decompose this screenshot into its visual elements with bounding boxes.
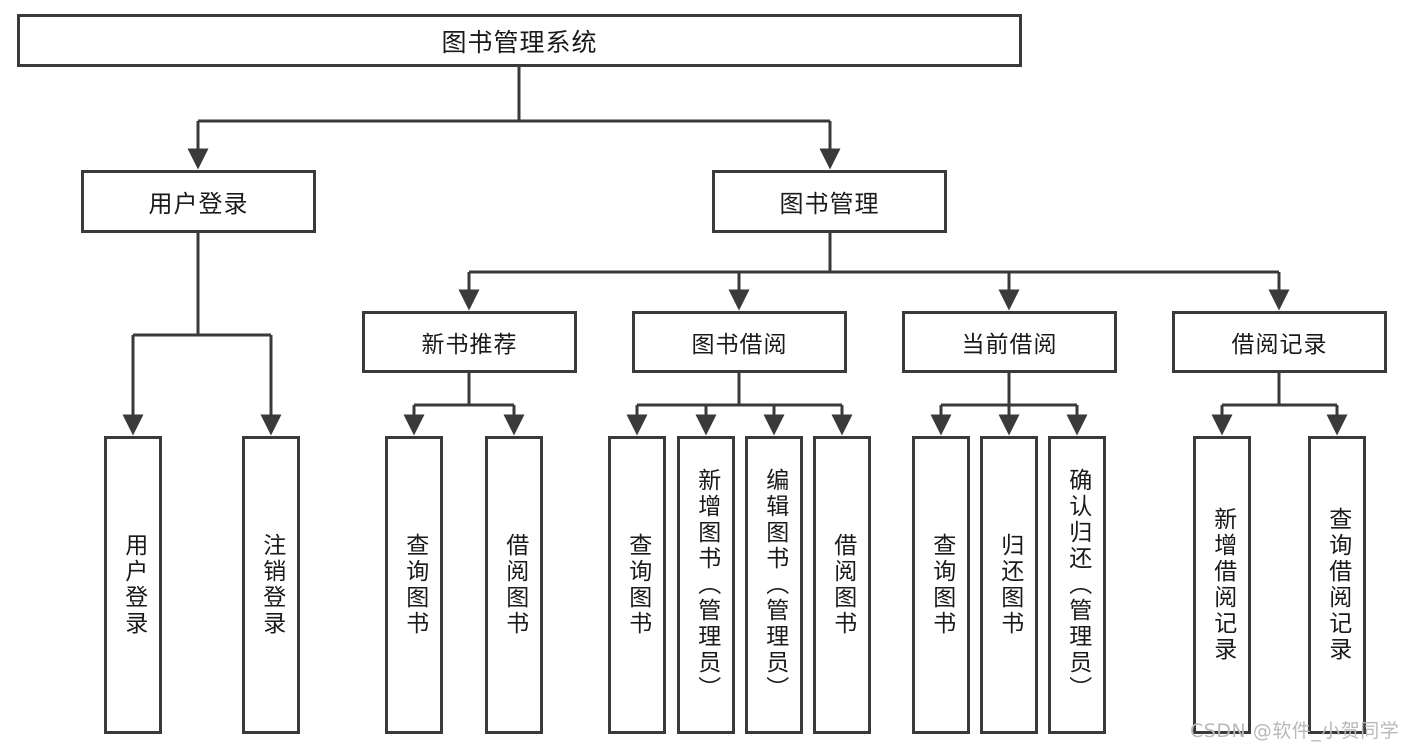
node-leaf-borrow-book-2[interactable]: 借阅图书 <box>813 436 871 734</box>
node-leaf-query-book-2-label: 查询图书 <box>624 533 651 637</box>
node-leaf-return-book-label: 归还图书 <box>996 533 1023 637</box>
node-leaf-confirm-return[interactable]: 确认归还（管理员） <box>1048 436 1106 734</box>
node-user-login-label: 用户登录 <box>148 190 249 218</box>
node-leaf-add-book[interactable]: 新增图书（管理员） <box>677 436 735 734</box>
node-leaf-user-login[interactable]: 用户登录 <box>104 436 162 734</box>
node-leaf-query-book-2[interactable]: 查询图书 <box>608 436 666 734</box>
node-root-label: 图书管理系统 <box>441 27 598 57</box>
node-leaf-confirm-return-label: 确认归还（管理员） <box>1064 468 1091 702</box>
node-book-manage[interactable]: 图书管理 <box>712 170 947 233</box>
node-root[interactable]: 图书管理系统 <box>17 14 1022 67</box>
node-leaf-query-book-1-label: 查询图书 <box>401 533 428 637</box>
node-leaf-borrow-book-1[interactable]: 借阅图书 <box>485 436 543 734</box>
node-leaf-query-record-label: 查询借阅记录 <box>1324 507 1351 663</box>
node-leaf-logout-label: 注销登录 <box>258 533 285 637</box>
watermark: CSDN @软件_小贺同学 <box>1190 720 1400 742</box>
node-new-book-recommend-label: 新书推荐 <box>421 332 518 358</box>
node-leaf-add-book-label: 新增图书（管理员） <box>693 468 720 702</box>
node-leaf-query-book-3-label: 查询图书 <box>928 533 955 637</box>
node-borrow-record[interactable]: 借阅记录 <box>1172 311 1387 373</box>
node-book-borrow-label: 图书借阅 <box>691 332 788 358</box>
node-leaf-borrow-book-1-label: 借阅图书 <box>501 533 528 637</box>
node-leaf-edit-book-label: 编辑图书（管理员） <box>761 468 788 702</box>
node-borrow-record-label: 借阅记录 <box>1231 332 1328 358</box>
node-leaf-borrow-book-2-label: 借阅图书 <box>829 533 856 637</box>
node-leaf-return-book[interactable]: 归还图书 <box>980 436 1038 734</box>
node-leaf-query-book-1[interactable]: 查询图书 <box>385 436 443 734</box>
node-current-borrow-label: 当前借阅 <box>961 332 1058 358</box>
node-leaf-edit-book[interactable]: 编辑图书（管理员） <box>745 436 803 734</box>
node-leaf-logout[interactable]: 注销登录 <box>242 436 300 734</box>
node-leaf-user-login-label: 用户登录 <box>120 533 147 637</box>
node-leaf-query-record[interactable]: 查询借阅记录 <box>1308 436 1366 734</box>
node-new-book-recommend[interactable]: 新书推荐 <box>362 311 577 373</box>
node-book-borrow[interactable]: 图书借阅 <box>632 311 847 373</box>
node-leaf-add-record[interactable]: 新增借阅记录 <box>1193 436 1251 734</box>
node-leaf-query-book-3[interactable]: 查询图书 <box>912 436 970 734</box>
node-leaf-add-record-label: 新增借阅记录 <box>1209 507 1236 663</box>
node-user-login[interactable]: 用户登录 <box>81 170 316 233</box>
node-current-borrow[interactable]: 当前借阅 <box>902 311 1117 373</box>
node-book-manage-label: 图书管理 <box>779 190 880 218</box>
